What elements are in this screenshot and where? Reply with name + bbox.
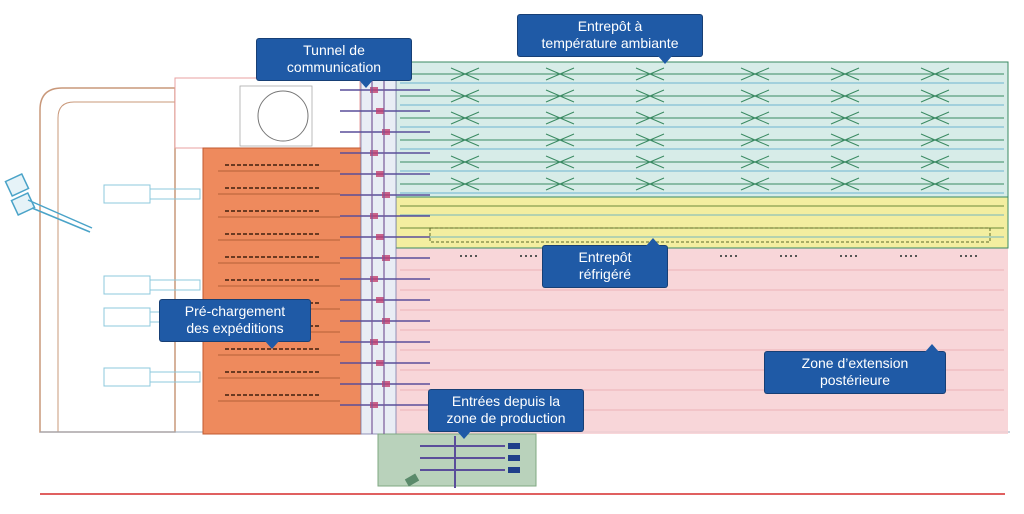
pointer-down-icon (457, 431, 471, 439)
tunnel-transfer-unit (382, 255, 390, 261)
refrigerated-warehouse (395, 196, 1009, 249)
production-dock (508, 443, 520, 449)
ambient-warehouse (395, 61, 1009, 198)
rack-cross-brace (920, 111, 950, 125)
rack-cross-brace (450, 89, 480, 103)
rack-cross-brace (450, 133, 480, 147)
rack-cross-brace (740, 155, 770, 169)
callout-ambient-line2: température ambiante (541, 35, 679, 51)
tunnel-transfer-unit (370, 276, 378, 282)
rack-cross-brace (545, 177, 575, 191)
callout-tunnel-line2: communication (286, 59, 382, 75)
rack-cross-brace (450, 67, 480, 81)
tunnel-transfer-unit (382, 318, 390, 324)
rack-cross-brace (740, 67, 770, 81)
round-silo (257, 90, 309, 142)
callout-refrigerated-line1: Entrepôt (578, 249, 632, 265)
rack-cross-brace (450, 111, 480, 125)
production-dock (508, 467, 520, 473)
rack-cross-brace (920, 133, 950, 147)
rack-cross-brace (450, 177, 480, 191)
rack-cross-brace (830, 177, 860, 191)
callout-production-line2: zone de production (446, 410, 566, 426)
tunnel-transfer-unit (376, 234, 384, 240)
rack-cross-brace (635, 89, 665, 103)
building-outline-inner (57, 101, 175, 432)
tunnel-transfer-unit (370, 339, 378, 345)
silo-frame (239, 85, 313, 147)
production-dock (508, 455, 520, 461)
tunnel-transfer-unit (376, 171, 384, 177)
rack-cross-brace (740, 89, 770, 103)
callout-refrigerated: Entrepôt réfrigéré (543, 238, 667, 287)
tunnel-strip (360, 77, 397, 435)
callout-extension-line2: postérieure (819, 372, 891, 388)
pointer-up-icon (646, 238, 660, 246)
production-conveyors (404, 436, 520, 488)
preload-zone (202, 147, 362, 435)
rack-cross-brace (830, 67, 860, 81)
rack-cross-brace (545, 111, 575, 125)
rack-cross-brace (920, 89, 950, 103)
rack-cross-brace (545, 89, 575, 103)
callout-ambient-line1: Entrepôt à (577, 18, 643, 34)
production-vehicle-icon (404, 473, 420, 487)
rack-rows (400, 67, 1004, 243)
tunnel-transfer-unit (382, 381, 390, 387)
pointer-down-icon (359, 80, 373, 88)
rack-cross-brace (830, 133, 860, 147)
pointer-down-icon (658, 56, 672, 64)
callout-production: Entrées depuis la zone de production (429, 390, 583, 439)
tunnel-transfer-unit (370, 87, 378, 93)
rack-cross-brace (545, 67, 575, 81)
tunnel-transfer-unit (370, 213, 378, 219)
tunnel-transfer-unit (382, 192, 390, 198)
rack-cross-brace (635, 133, 665, 147)
rack-cross-brace (740, 177, 770, 191)
rack-cross-brace (635, 67, 665, 81)
callout-preload-line1: Pré-chargement (184, 303, 286, 319)
loading-docks (103, 184, 201, 387)
rack-cross-brace (740, 111, 770, 125)
tunnel-transfer-unit (376, 360, 384, 366)
callout-preload: Pré-chargement des expéditions (160, 300, 310, 349)
rack-cross-brace (920, 155, 950, 169)
rack-cross-brace (830, 89, 860, 103)
callout-extension: Zone d’extension postérieure (765, 344, 945, 393)
refrigerated-rack-block (429, 227, 991, 243)
callout-tunnel-line1: Tunnel de (303, 42, 365, 58)
tunnel-transfer-unit (370, 150, 378, 156)
rack-cross-brace (920, 177, 950, 191)
callout-preload-line2: des expéditions (186, 320, 284, 336)
callout-ambient: Entrepôt à température ambiante (518, 15, 702, 64)
rack-cross-brace (635, 177, 665, 191)
rack-cross-brace (450, 155, 480, 169)
callout-extension-line1: Zone d’extension (801, 355, 909, 371)
tunnel-transfer-unit (370, 402, 378, 408)
tunnel-transfer-unit (382, 129, 390, 135)
rack-cross-brace (545, 133, 575, 147)
callout-production-line1: Entrées depuis la (451, 393, 561, 409)
rack-cross-brace (830, 111, 860, 125)
callout-tunnel: Tunnel de communication (257, 39, 411, 88)
rack-cross-brace (920, 67, 950, 81)
tunnel-transfer-unit (376, 297, 384, 303)
service-block (174, 77, 361, 149)
tunnel-conveyors (340, 80, 430, 434)
rack-cross-brace (635, 111, 665, 125)
callout-refrigerated-line2: réfrigéré (578, 266, 632, 282)
rack-cross-brace (740, 133, 770, 147)
rack-cross-brace (545, 155, 575, 169)
rack-cross-brace (635, 155, 665, 169)
crane-icon (4, 172, 93, 233)
pointer-down-icon (265, 341, 279, 349)
building-outline (39, 87, 176, 433)
pointer-up-icon (925, 344, 939, 352)
rack-cross-brace (830, 155, 860, 169)
tunnel-transfer-unit (376, 108, 384, 114)
